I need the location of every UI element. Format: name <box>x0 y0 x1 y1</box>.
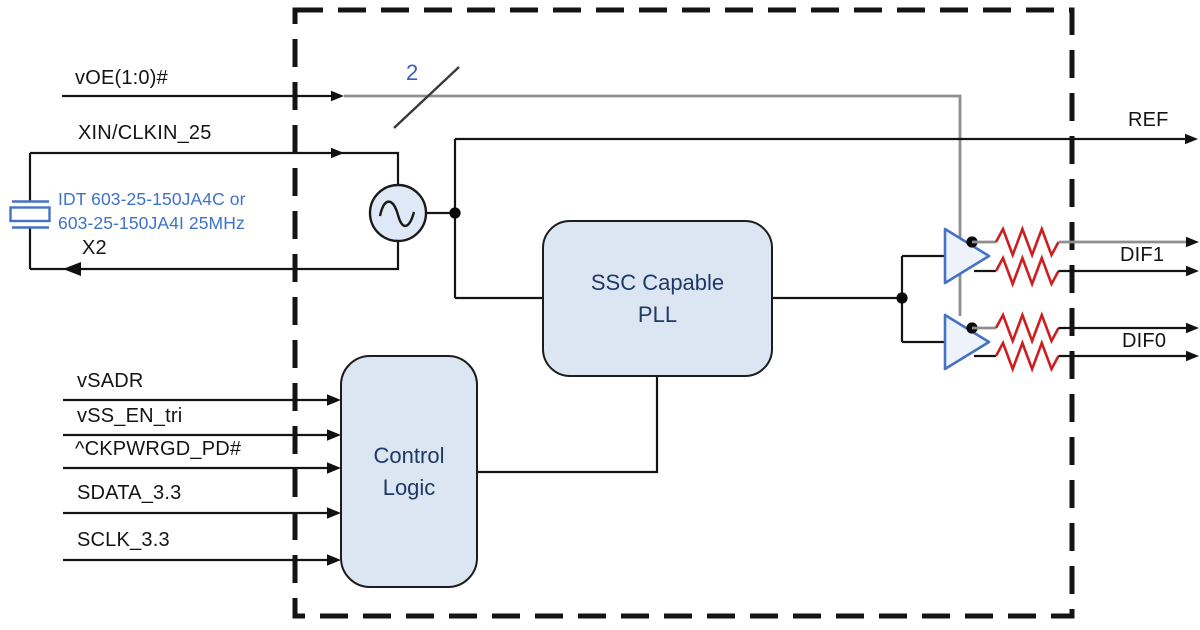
crystal-part-note: IDT 603-25-150JA4C or 603-25-150JA4I 25M… <box>58 188 246 235</box>
oscillator-icon <box>368 183 428 243</box>
signal-label-ckpwrgd-pd: ^CKPWRGD_PD# <box>75 438 242 460</box>
control-input-wires <box>63 398 330 562</box>
arrowhead-icon <box>327 462 341 474</box>
crystal-feedback-wire <box>28 153 400 276</box>
control-input-arrowheads <box>327 394 341 566</box>
pll-block-label-line2: PLL <box>637 301 678 327</box>
arrowhead-icon <box>1185 133 1198 145</box>
resistor-zigzag-icon <box>994 225 1060 259</box>
dif1-output-wires <box>972 225 1199 288</box>
crystal-part-note-line1: IDT 603-25-150JA4C or <box>58 189 246 209</box>
buffer-dif0-icon <box>943 313 991 371</box>
crystal-designator-label: X2 <box>82 237 107 259</box>
osc-output-wire <box>426 139 461 298</box>
resistor-zigzag-icon <box>994 311 1060 345</box>
arrowhead-icon <box>63 262 81 276</box>
arrowhead-icon <box>327 507 341 519</box>
xin-wire <box>30 147 400 185</box>
crystal-icon <box>9 200 51 229</box>
output-label-dif0: DIF0 <box>1122 330 1167 352</box>
control-logic-block: Control Logic <box>340 355 478 588</box>
junction-dot <box>449 207 461 219</box>
resistor-zigzag-icon <box>994 254 1060 288</box>
arrowhead-icon <box>327 554 341 566</box>
pll-block-label-line1: SSC Capable <box>590 269 725 295</box>
signal-label-xin: XIN/CLKIN_25 <box>78 122 212 144</box>
buffer-dif1-icon <box>943 227 991 285</box>
arrowhead-icon <box>331 147 344 159</box>
arrowhead-icon <box>331 90 344 102</box>
resistor-zigzag-icon <box>994 339 1060 373</box>
output-label-dif1: DIF1 <box>1120 244 1165 266</box>
junction-dot <box>896 292 908 304</box>
bus-width-label: 2 <box>406 60 419 85</box>
dif0-output-wires <box>972 311 1199 373</box>
signal-label-vsadr: vSADR <box>77 370 144 392</box>
bus-width-slash <box>393 66 460 129</box>
crystal-part-note-line2: 603-25-150JA4I 25MHz <box>58 212 245 233</box>
ref-wire <box>455 133 1198 145</box>
control-block-label-line1: Control <box>373 442 445 468</box>
pll-block: SSC Capable PLL <box>542 220 773 377</box>
arrowhead-icon <box>1186 265 1199 277</box>
signal-label-sclk: SCLK_3.3 <box>77 529 170 551</box>
output-label-ref: REF <box>1128 109 1169 131</box>
arrowhead-icon <box>1186 236 1199 248</box>
arrowhead-icon <box>327 394 341 406</box>
pll-control-wire <box>478 377 659 474</box>
pll-io-wires <box>455 254 945 344</box>
signal-label-vss-en-tri: vSS_EN_tri <box>77 405 183 427</box>
signal-label-sdata: SDATA_3.3 <box>77 482 182 504</box>
control-block-label-line2: Logic <box>382 474 436 500</box>
signal-label-voe: vOE(1:0)# <box>75 67 168 89</box>
arrowhead-icon <box>1186 350 1199 362</box>
arrowhead-icon <box>327 429 341 441</box>
chip-boundary-dashed-box <box>292 7 1075 619</box>
arrowhead-icon <box>1186 322 1199 334</box>
sine-wave-glyph <box>378 200 416 228</box>
